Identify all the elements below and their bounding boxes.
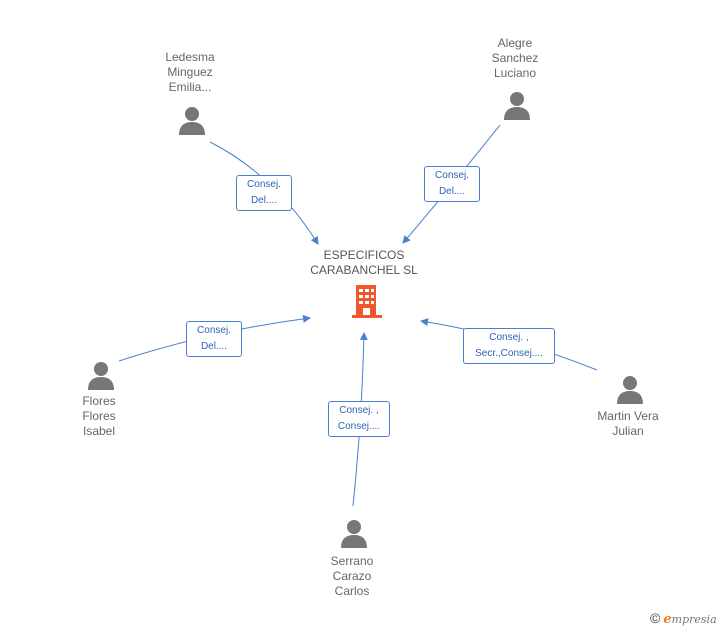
company-name-line: ESPECIFICOS [323, 248, 405, 262]
person-icon[interactable] [177, 105, 207, 135]
person-icon[interactable] [615, 374, 645, 404]
role-line: Consej. [197, 325, 231, 336]
brand-logo-initial: e [663, 612, 672, 627]
person-name-line: Carlos [334, 584, 370, 598]
person-name-alegre[interactable]: Alegre Sanchez Luciano [455, 36, 575, 81]
role-line: Secr.,Consej.... [475, 348, 543, 359]
person-name-line: Flores [82, 394, 116, 408]
building-icon[interactable] [350, 283, 384, 319]
person-name-line: Serrano [330, 554, 374, 568]
role-label-serrano[interactable]: Consej. , Consej.... [328, 401, 390, 437]
person-name-line: Carazo [332, 569, 372, 583]
person-name-line: Alegre [497, 36, 533, 50]
person-name-line: Minguez [167, 65, 213, 79]
brand-logo-text: mpresia [671, 613, 717, 626]
person-icon[interactable] [86, 360, 116, 390]
person-name-flores[interactable]: Flores Flores Isabel [59, 394, 139, 439]
copyright-symbol: © [650, 610, 661, 626]
role-line: Consej. [435, 170, 469, 181]
role-line: Del.... [438, 186, 466, 197]
role-line: Consej. [247, 179, 281, 190]
person-name-serrano[interactable]: Serrano Carazo Carlos [302, 554, 402, 599]
person-name-line: Julian [612, 424, 644, 438]
company-name-line: CARABANCHEL SL [310, 263, 418, 277]
person-name-line: Luciano [493, 66, 537, 80]
role-line: Consej.... [337, 421, 381, 432]
person-name-line: Flores [82, 409, 116, 423]
footer-brand[interactable]: © empresia [650, 610, 717, 627]
role-label-flores[interactable]: Consej. Del.... [186, 321, 242, 357]
person-name-line: Isabel [82, 424, 116, 438]
person-name-line: Ledesma [165, 50, 215, 64]
person-name-line: Martin Vera [597, 409, 659, 423]
role-line: Consej. , [489, 332, 529, 343]
person-icon[interactable] [339, 518, 369, 548]
role-line: Del.... [250, 195, 278, 206]
person-name-ledesma[interactable]: Ledesma Minguez Emilia... [130, 50, 250, 95]
role-line: Del.... [200, 341, 228, 352]
role-label-alegre[interactable]: Consej. Del.... [424, 166, 480, 202]
role-label-ledesma[interactable]: Consej. Del.... [236, 175, 292, 211]
role-label-martin[interactable]: Consej. , Secr.,Consej.... [463, 328, 555, 364]
role-line: Consej. , [339, 405, 379, 416]
person-name-martin[interactable]: Martin Vera Julian [578, 409, 678, 439]
person-icon[interactable] [502, 90, 532, 120]
person-name-line: Emilia... [168, 80, 212, 94]
company-name[interactable]: ESPECIFICOS CARABANCHEL SL [294, 248, 434, 278]
person-name-line: Sanchez [491, 51, 539, 65]
